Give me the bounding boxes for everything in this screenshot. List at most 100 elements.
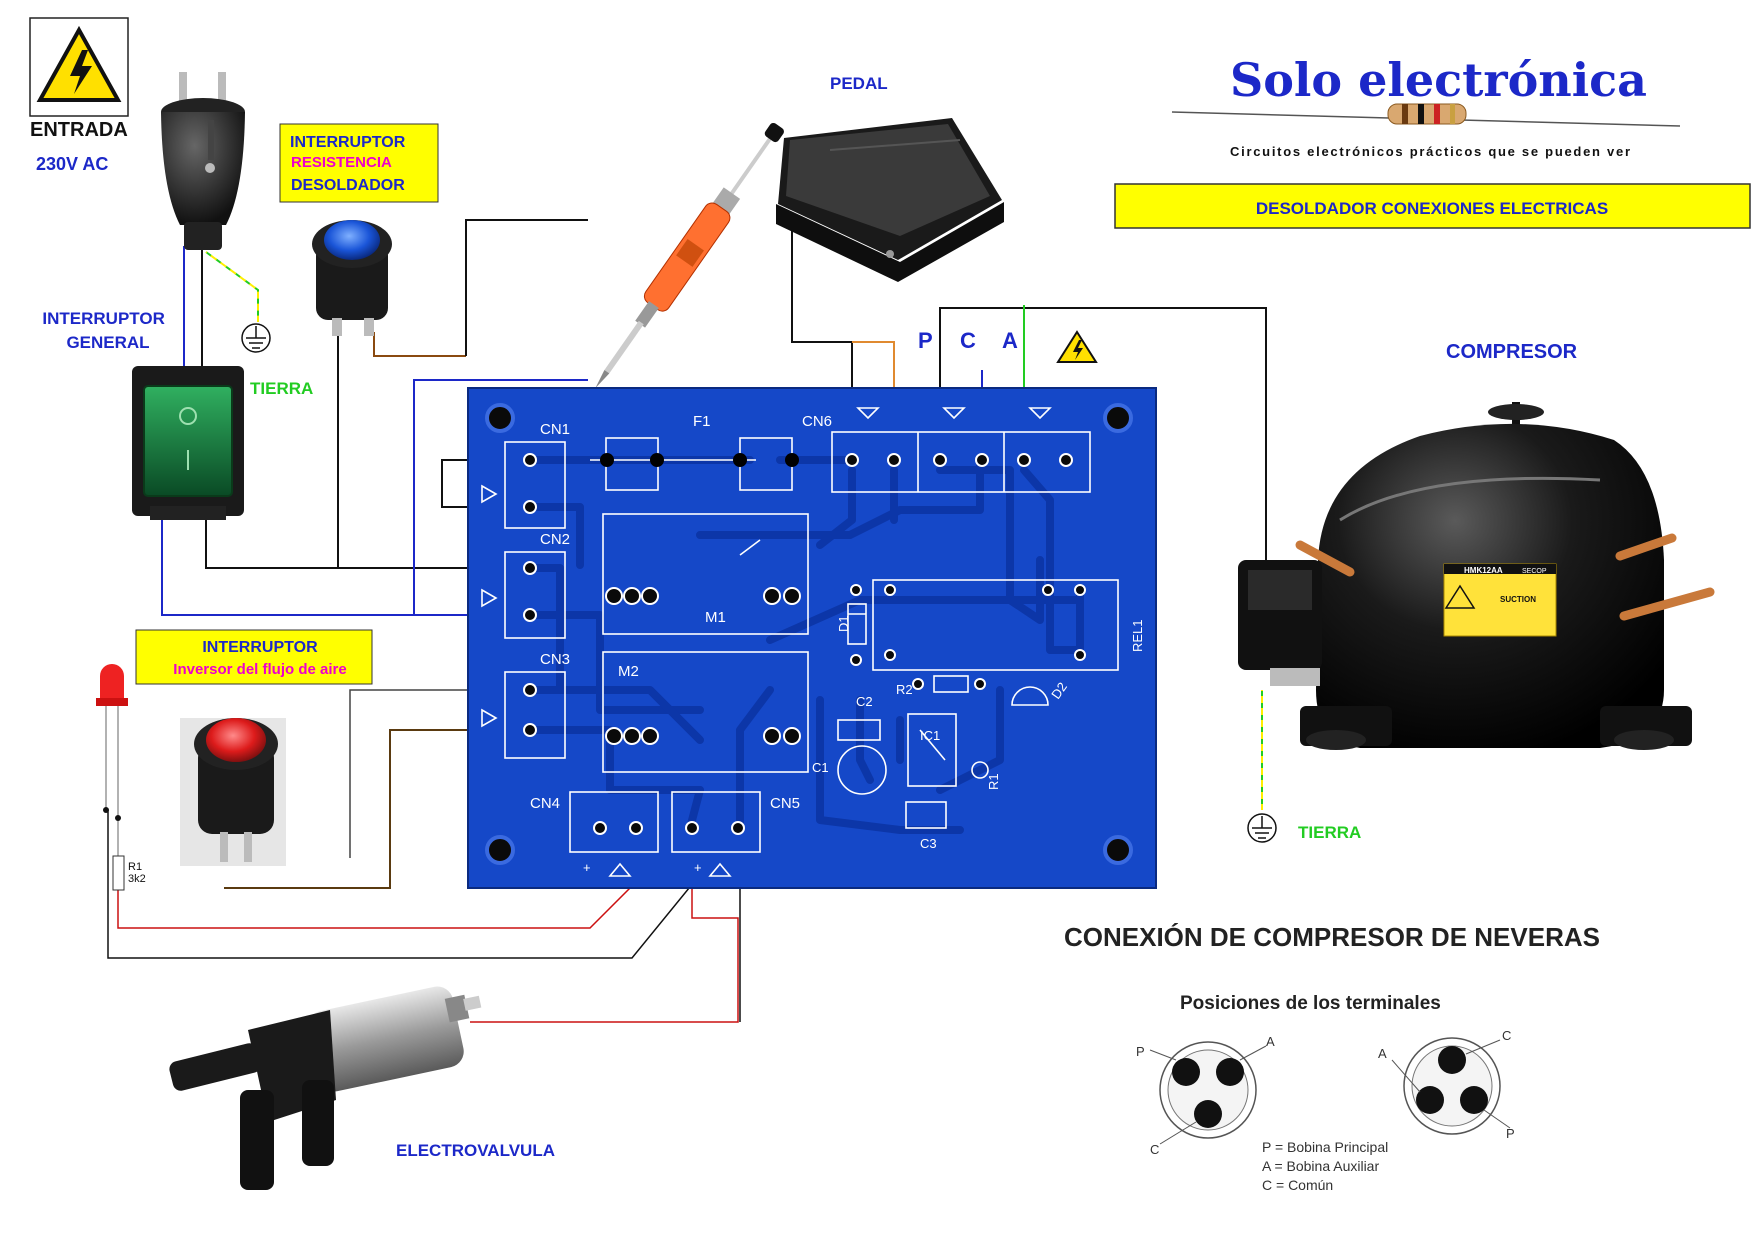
pcb-board: CN1 CN2 CN3 CN4 CN5 CN6 F1 M1 M2 D1 REL1…: [467, 387, 1157, 889]
connector-cn5: [671, 791, 761, 853]
wire-ground-left-yellow: [205, 251, 259, 322]
connector-cn6: [831, 431, 1091, 493]
pcb-cn5: CN5: [770, 795, 800, 812]
label-electrovalvula: ELECTROVALVULA: [396, 1141, 555, 1160]
pcb-traces: [526, 456, 1084, 834]
inverter-switch: INTERRUPTOR Inversor del flujo de aire: [135, 629, 373, 866]
label-pedal: PEDAL: [830, 74, 888, 93]
label-entrada: ENTRADA: [30, 119, 128, 141]
pcb-d1: D1: [836, 615, 851, 632]
cap-c1: [837, 745, 887, 795]
foot-pedal-icon: [776, 118, 1004, 282]
pcb-rel1: REL1: [1130, 619, 1145, 652]
pcb-f1: F1: [693, 413, 711, 430]
pcb-m1: M1: [705, 609, 726, 626]
wire-led-black: [107, 810, 739, 959]
title-banner: [1114, 183, 1751, 229]
compressor-heading: CONEXIÓN DE COMPRESOR DE NEVERAS: [1064, 922, 1600, 952]
label-interruptor-general: INTERRUPTOR GENERAL: [42, 309, 169, 352]
label-voltage: 230V AC: [36, 154, 108, 174]
relay-m2: [602, 651, 809, 773]
plate-model: HMK12AA: [1464, 566, 1503, 575]
wire-inv-2: [224, 729, 530, 889]
pcb-c2: C2: [856, 694, 873, 709]
ic1-outline: [907, 713, 957, 787]
relay-rel1: [872, 579, 1119, 671]
r1-value: 3k2: [128, 873, 146, 885]
term-right-a: A: [1378, 1046, 1387, 1061]
solenoid-valve-icon: [169, 986, 482, 1190]
wire-res-brown: [373, 332, 466, 357]
status-led: R1 3k2: [96, 664, 146, 891]
connector-cn1: [504, 441, 566, 529]
term-left-a: A: [1266, 1034, 1275, 1049]
term-right-c: C: [1502, 1028, 1511, 1043]
pcb-cn1: CN1: [540, 421, 570, 438]
connector-cn4: [569, 791, 659, 853]
label-p: P: [918, 328, 933, 353]
r1-label: R1: [128, 861, 142, 873]
pcb-cn2: CN2: [540, 531, 570, 548]
label-tierra-left: TIERRA: [250, 379, 313, 398]
terminal-legend: P = Bobina Principal A = Bobina Auxiliar…: [1262, 1139, 1392, 1193]
pcb-cn6: CN6: [802, 413, 832, 430]
led-d2: [1011, 686, 1049, 706]
diode-d1: [847, 603, 867, 645]
term-left-p: P: [1136, 1044, 1145, 1059]
brand-title: Solo electrónica: [1230, 53, 1647, 107]
main-rocker-switch: [132, 366, 244, 520]
switch-inv-line2: Inversor del flujo de aire: [173, 661, 346, 678]
mains-input: ENTRADA 230V AC INTERRUPTOR GENERAL TIER…: [29, 17, 313, 520]
wire-switch-cn2-black: [205, 515, 530, 569]
mount-hole: [485, 403, 515, 433]
wire-ground-left: [205, 251, 259, 322]
switch-inv-line1: INTERRUPTOR: [202, 639, 318, 656]
pcb-cn4: CN4: [530, 795, 560, 812]
schuko-plug-icon: [161, 72, 245, 250]
pcb-substrate: [467, 387, 1157, 889]
banner-text: DESOLDADOR CONEXIONES ELECTRICAS: [1256, 199, 1608, 218]
pcb-c1: C1: [812, 760, 829, 775]
mount-hole: [1103, 403, 1133, 433]
label-compresor: COMPRESOR: [1446, 341, 1578, 363]
pcb-pads: [523, 453, 1086, 835]
label-c: C: [960, 328, 976, 353]
desoldering-iron-icon: [595, 122, 784, 389]
blue-pushbutton-icon: [312, 220, 392, 336]
yellow-label-box: [135, 629, 373, 685]
relay-m1: [602, 513, 809, 635]
pcb-m2: M2: [618, 663, 639, 680]
compressor-subheading: Posiciones de los terminales: [1180, 993, 1441, 1014]
resistance-switch: INTERRUPTOR RESISTENCIA DESOLDADOR: [279, 123, 439, 336]
term-right-p: P: [1506, 1126, 1515, 1141]
pcb-cn4-plus: +: [583, 860, 591, 875]
pcb-r2: R2: [896, 682, 913, 697]
compressor-icon: HMK12AA SECOP SUCTION: [1238, 402, 1715, 750]
wire-solder-black: [465, 219, 588, 356]
pcb-cn5-plus: +: [694, 860, 702, 875]
switch-res-line3: DESOLDADOR: [291, 177, 405, 194]
lightning-bolt-icon: [70, 50, 92, 94]
plate-brand: SECOP: [1522, 568, 1547, 575]
pcb-connectors: [504, 431, 1119, 853]
pcb-r1: R1: [986, 773, 1001, 790]
connector-cn2: [504, 551, 566, 639]
pcb-ic1: IC1: [920, 728, 940, 743]
wire-compressor-p: [939, 307, 1267, 560]
switch-res-line1: INTERRUPTOR: [290, 134, 406, 151]
pcb-cn3: CN3: [540, 651, 570, 668]
connector-cn3: [504, 671, 566, 759]
ground-icon-right: [1247, 813, 1277, 843]
wire-switch-cn2-blue: [161, 515, 530, 616]
mount-hole: [1103, 835, 1133, 865]
mount-hole: [485, 835, 515, 865]
wire-solder-blue: [413, 379, 588, 615]
brand-subtitle: Circuitos electrónicos prácticos que se …: [1230, 144, 1630, 159]
plate-suction: SUCTION: [1500, 595, 1536, 604]
label-tierra-right: TIERRA: [1298, 823, 1361, 842]
yellow-label-box: [279, 123, 439, 203]
pcb-c3: C3: [920, 836, 937, 851]
high-voltage-small-icon: [1056, 330, 1098, 363]
